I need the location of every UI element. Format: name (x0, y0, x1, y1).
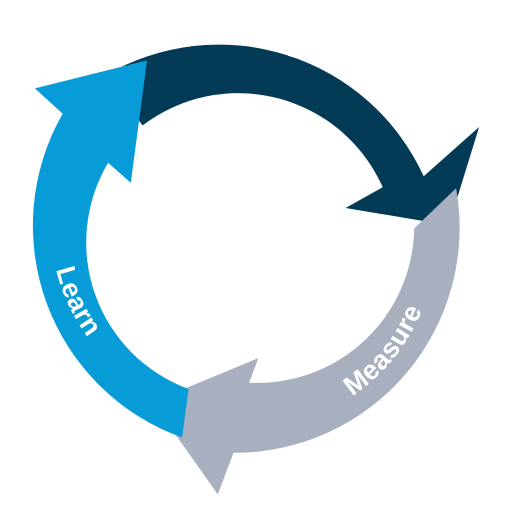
build-arrow-shape (105, 44, 480, 226)
build-arrow (105, 44, 480, 226)
learn-arrow (32, 60, 189, 438)
learn-arrow-shape (32, 60, 189, 438)
measure-arrow (152, 188, 460, 495)
measure-arrow-shape (152, 188, 460, 495)
